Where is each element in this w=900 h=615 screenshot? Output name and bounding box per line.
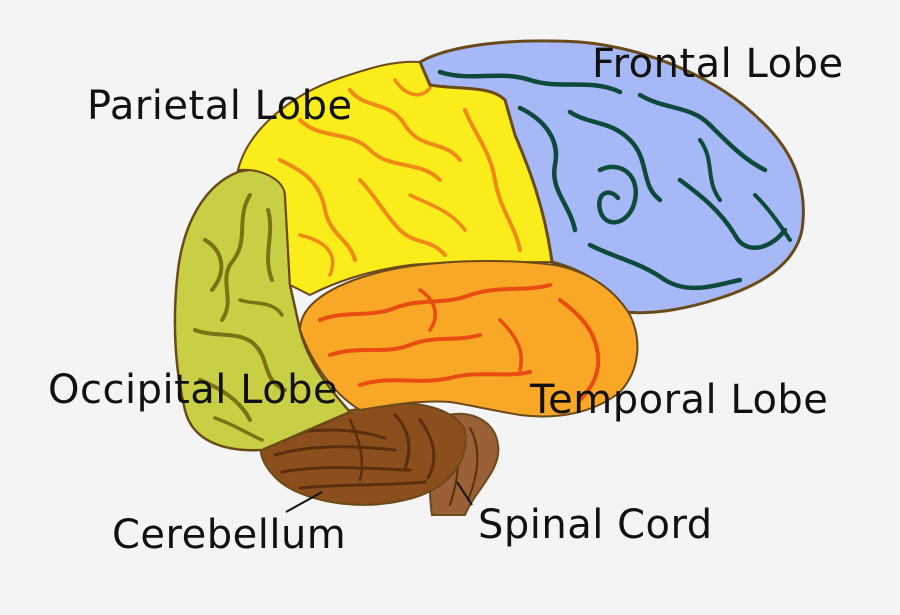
cerebellum-pointer [285, 491, 323, 513]
temporal-lobe-label: Temporal Lobe [530, 377, 829, 423]
spinal-cord-label: Spinal Cord [478, 502, 713, 548]
parietal-lobe-label: Parietal Lobe [87, 83, 353, 129]
cerebellum-label: Cerebellum [112, 512, 347, 558]
parietal-lobe-folds [278, 78, 522, 277]
occipital-lobe-label: Occipital Lobe [48, 367, 339, 413]
frontal-lobe-region [418, 39, 805, 315]
spinal-cord-pointer [456, 481, 473, 506]
frontal-lobe-label: Frontal Lobe [592, 41, 844, 87]
frontal-lobe-folds [437, 69, 792, 291]
temporal-lobe-folds [318, 283, 601, 402]
occipital-lobe-folds [193, 193, 287, 442]
